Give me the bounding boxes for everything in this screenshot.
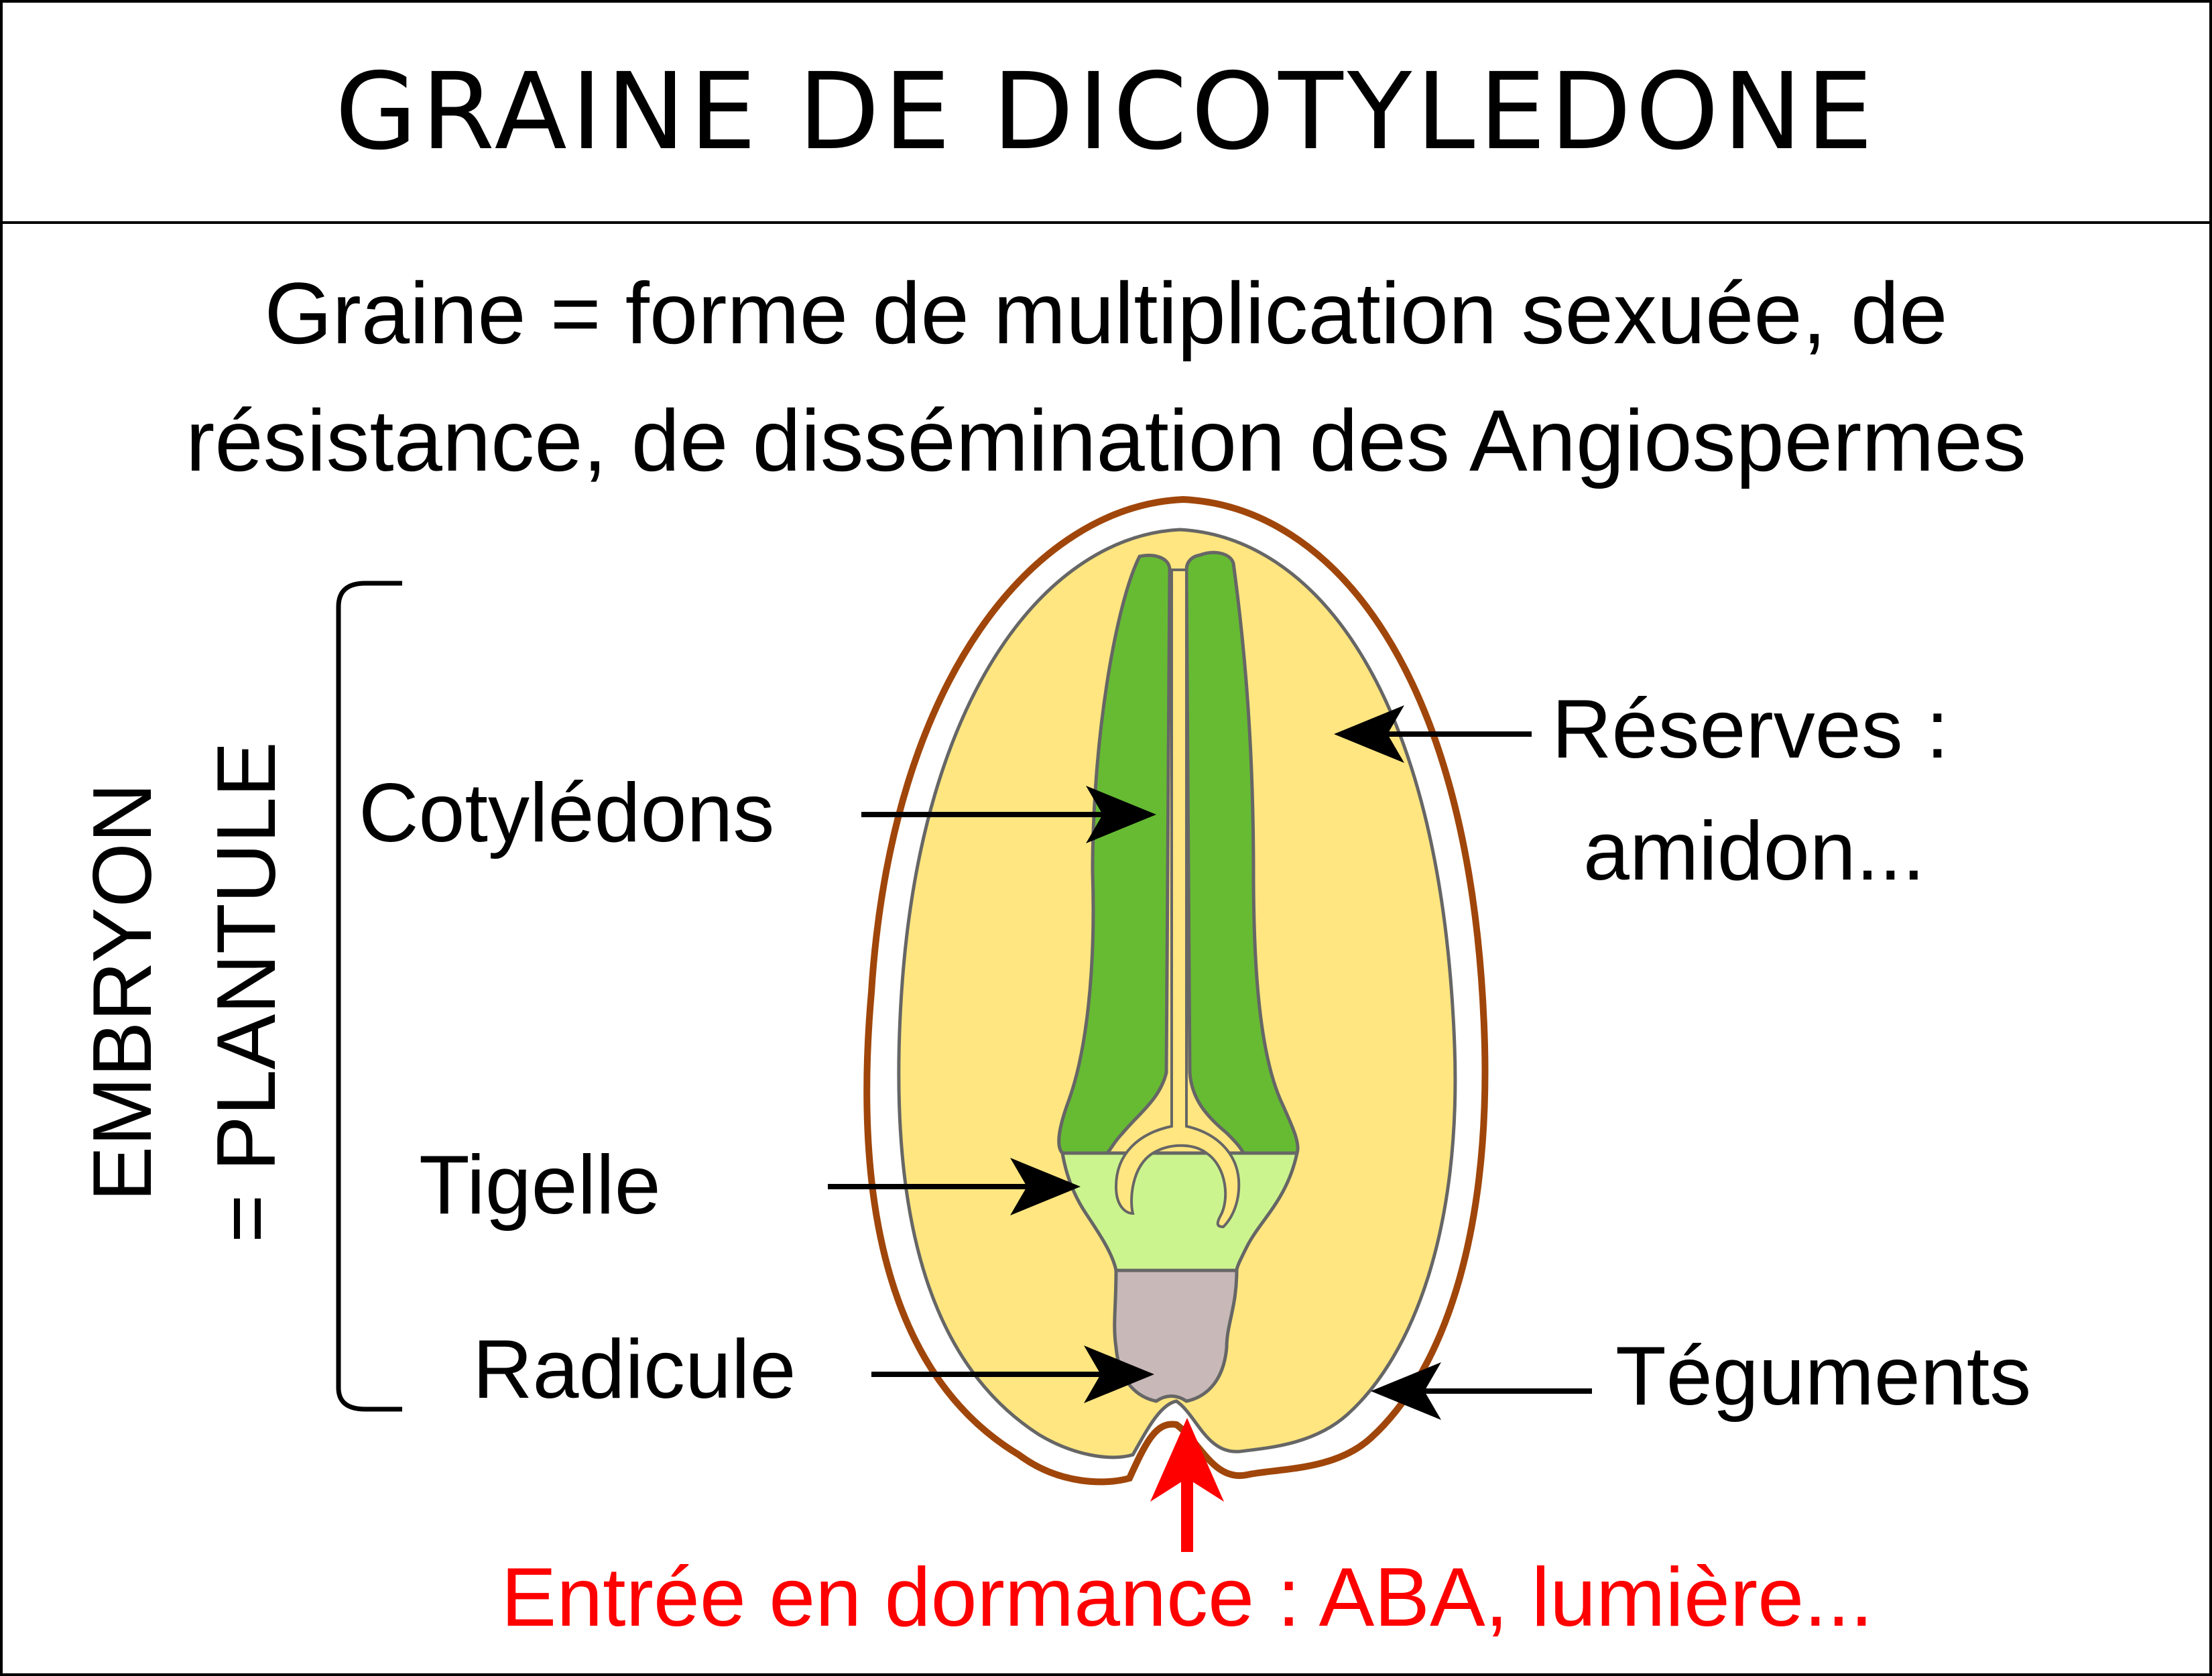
arrowhead-dormance bbox=[1150, 1418, 1224, 1502]
embryo-bracket bbox=[336, 581, 402, 1412]
page-title: GRAINE DE DICOTYLEDONE bbox=[334, 50, 1878, 174]
cotyledon-left bbox=[1057, 553, 1172, 1155]
arrowhead-radicule bbox=[1084, 1345, 1154, 1403]
subtitle-line-2: résistance, de dissémination des Angiosp… bbox=[186, 392, 2026, 489]
label-cotyledons: Cotylédons bbox=[359, 767, 774, 859]
label-tigelle: Tigelle bbox=[419, 1139, 661, 1232]
embryo-label-group: EMBRYON = PLANTULE bbox=[76, 741, 293, 1243]
embryo-label-line-1: EMBRYON bbox=[76, 783, 169, 1202]
radicule bbox=[1113, 1268, 1239, 1403]
label-teguments: Téguments bbox=[1615, 1330, 2031, 1423]
cotyledon-right bbox=[1184, 550, 1300, 1155]
arrowhead-teguments bbox=[1371, 1362, 1441, 1420]
arrowhead-tigelle bbox=[1010, 1158, 1081, 1215]
title-bar: GRAINE DE DICOTYLEDONE bbox=[3, 3, 2209, 224]
embryo-label-line-2: = PLANTULE bbox=[200, 741, 293, 1243]
subtitle: Graine = forme de multiplication sexuée,… bbox=[3, 249, 2209, 504]
subtitle-line-1: Graine = forme de multiplication sexuée,… bbox=[264, 264, 1948, 362]
arrowhead-cotyledons bbox=[1086, 786, 1156, 843]
label-reserves-line-2: amidon... bbox=[1583, 805, 1925, 898]
label-dormance: Entrée en dormance : ABA, lumière... bbox=[501, 1551, 1873, 1644]
arrowhead-reserves bbox=[1334, 705, 1404, 763]
label-radicule: Radicule bbox=[473, 1323, 796, 1416]
label-reserves-line-1: Réserves : bbox=[1552, 683, 1949, 776]
plumule bbox=[1114, 568, 1241, 1229]
